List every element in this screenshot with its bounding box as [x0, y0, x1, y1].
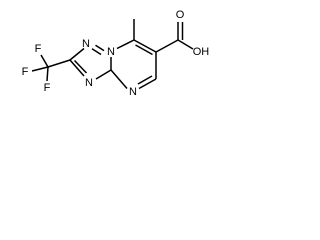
bond-n1-c2 [69, 47, 85, 61]
bond-c5-n4-double [137, 75, 153, 85]
bond-cf3-f2 [31, 66, 49, 72]
bond-n3-c3a [95, 69, 112, 80]
bond-cf3-f3 [46, 66, 49, 82]
atom-label-oh: OH [193, 46, 210, 58]
bond-c2-n3-double [73, 59, 88, 74]
chemical-structure-diagram: N N N N F F F O OH [22, 9, 210, 98]
bond-n1-n2 [95, 44, 105, 52]
bond-n8-c7 [116, 39, 135, 50]
bond-n2-n2-double [91, 48, 102, 56]
bond-c6-carboxyl [155, 39, 179, 53]
bond-n4-c3a [110, 69, 128, 89]
bond-c2-cf3 [47, 59, 71, 68]
atom-label-f2: F [22, 66, 29, 78]
atom-label-n2: N [107, 46, 115, 58]
atom-label-n4: N [129, 86, 137, 98]
atom-label-n3: N [85, 77, 93, 89]
bond-c2-n3 [69, 59, 85, 77]
bond-c7-c6-double [135, 44, 153, 56]
atom-label-f3: F [44, 82, 51, 94]
atom-label-o-carbonyl: O [176, 9, 185, 21]
atom-labels: N N N N F F F O OH [22, 9, 210, 98]
bond-c5-n4 [138, 78, 157, 90]
bond-carboxyl-hydroxyl [177, 39, 194, 50]
bonds [31, 19, 194, 90]
bond-c7-c6 [133, 39, 157, 53]
atom-label-f1: F [35, 43, 42, 55]
atom-label-n1: N [82, 38, 90, 50]
bond-cf3-f1 [40, 54, 49, 68]
